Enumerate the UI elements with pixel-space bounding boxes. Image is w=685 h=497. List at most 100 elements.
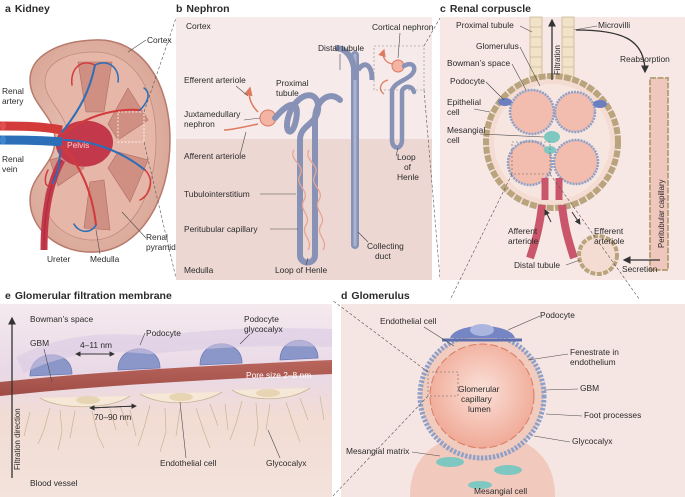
label-podo-glyco-1: Podocyte	[244, 314, 279, 324]
label-loop-3: Henle	[397, 172, 419, 182]
label-distal-tubule: Distal tubule	[318, 43, 364, 53]
label-efferent-arteriole: Efferent arteriole	[184, 75, 246, 85]
panel-c-corpuscle: c Renal corpuscle	[440, 3, 685, 280]
label-microvilli: Microvilli	[598, 20, 630, 30]
label-lumen-3: lumen	[468, 404, 491, 414]
label-podo-glyco-2: glycocalyx	[244, 324, 283, 334]
label-afferent-1: Afferent	[508, 226, 538, 236]
label-efferent-2: arteriole	[594, 236, 625, 246]
label-renal-artery-1: Renal	[2, 86, 24, 96]
glomerular-capillary-lumen	[429, 343, 535, 449]
label-reabsorption: Reabsorption	[620, 54, 670, 64]
panel-c-title: Renal corpuscle	[450, 3, 531, 15]
label-renal-pyramid-1: Renal	[146, 232, 168, 242]
label-afferent-2: arteriole	[508, 236, 539, 246]
label-bowmans-space: Bowman’s space	[447, 58, 510, 68]
label-ureter: Ureter	[47, 254, 70, 264]
label-foot-processes: Foot processes	[584, 410, 641, 420]
label-cortex: Cortex	[147, 35, 172, 45]
label-endothelial-cell: Endothelial cell	[380, 316, 436, 326]
label-secretion: Secretion	[622, 264, 658, 274]
panel-e-membrane: e Glomerular filtration membrane	[0, 290, 333, 497]
efferent-arteriole-vessel	[558, 204, 578, 260]
label-renal-pyramid-2: pyramid	[146, 242, 176, 252]
label-efferent-1: Efferent	[594, 226, 624, 236]
label-tubulointerstitium: Tubulointerstitium	[184, 189, 250, 199]
panel-d-glomerulus: d Glomerulus Endothelial cell Podocyte Fe…	[341, 290, 685, 497]
label-loop-of-henle: Loop of Henle	[275, 265, 327, 275]
label-fenestrate-2: endothelium	[570, 357, 616, 367]
juxtamedullary-nephron	[223, 86, 343, 266]
panel-d-title: Glomerulus	[351, 290, 410, 302]
label-renal-vein-2: vein	[2, 164, 18, 174]
label-juxtamedullary-2: nephron	[184, 119, 215, 129]
panel-b-title: Nephron	[186, 3, 229, 15]
label-pelvis: Pelvis	[67, 140, 89, 150]
panel-b-letter: b	[176, 3, 182, 15]
endothelial-glycocalyx	[23, 395, 325, 453]
distal-tubule-crosssection	[577, 234, 619, 276]
gbm-band	[0, 360, 332, 396]
label-fenestrate-1: Fenestrate in	[570, 347, 619, 357]
label-renal-vein-1: Renal	[2, 154, 24, 164]
label-glycocalyx-d: Glycocalyx	[572, 436, 613, 446]
label-epithelial-2: cell	[447, 107, 460, 117]
label-fenestra-nm: 70–90 nm	[94, 412, 131, 422]
peritubular-capillary-vessel	[649, 77, 669, 271]
label-podocyte: Podocyte	[450, 76, 485, 86]
nephron-cortex-region	[176, 17, 432, 139]
label-filtration-direction: Filtration direction	[13, 408, 22, 470]
afferent-arteriole-vessel	[526, 204, 546, 260]
label-peritubular-capillary-c: Peritubular capillary	[657, 179, 666, 248]
label-podocyte-e: Podocyte	[146, 328, 181, 338]
label-endothelial-cell-e: Endothelial cell	[160, 458, 216, 468]
label-cortical-nephron: Cortical nephron	[372, 22, 434, 32]
label-gbm-d: GBM	[580, 383, 599, 393]
label-medulla: Medulla	[90, 254, 120, 264]
panel-d-letter: d	[341, 290, 347, 302]
panel-e-title: Glomerular filtration membrane	[15, 290, 172, 302]
label-glycocalyx-e: Glycocalyx	[266, 458, 307, 468]
endothelial-cells	[39, 387, 311, 408]
label-proximal-tubule: Proximal tubule	[456, 20, 514, 30]
label-blood-vessel: Blood vessel	[30, 478, 78, 488]
label-loop-1: Loop	[397, 152, 416, 162]
label-glomerulus: Glomerulus	[476, 41, 519, 51]
label-afferent-arteriole: Afferent arteriole	[184, 151, 246, 161]
label-mesangial-matrix: Mesangial matrix	[346, 446, 410, 456]
label-gap-nm: 4–11 nm	[80, 340, 112, 350]
label-juxtamedullary-1: Juxtamedullary	[184, 109, 241, 119]
label-lumen-2: capillary	[461, 394, 493, 404]
label-collecting-duct-1: Collecting	[367, 241, 404, 251]
label-collecting-duct-2: duct	[375, 251, 392, 261]
label-nephron-medulla: Medulla	[184, 265, 214, 275]
mesangial-stalk	[410, 440, 555, 497]
label-nephron-cortex: Cortex	[186, 21, 211, 31]
label-distal-tubule-c: Distal tubule	[514, 260, 560, 270]
label-filtration: Filtration	[553, 45, 562, 75]
label-lumen-1: Glomerular	[458, 384, 500, 394]
label-pore-size: Pore size 2–8 nm	[246, 370, 311, 380]
kidney-branching-vessels	[44, 62, 152, 232]
label-podocyte-d: Podocyte	[540, 310, 575, 320]
panel-a-title: Kidney	[15, 3, 50, 15]
label-gbm-e: GBM	[30, 338, 49, 348]
label-peritubular-capillary: Peritubular capillary	[184, 224, 258, 234]
panel-e-letter: e	[5, 290, 11, 302]
proximal-tubule-tube	[529, 16, 575, 78]
label-mesangial-1: Mesangial	[447, 125, 485, 135]
label-mesangial-cell-d: Mesangial cell	[474, 486, 527, 496]
panel-c-letter: c	[440, 3, 446, 15]
renal-vein-vessel	[0, 135, 63, 147]
label-epithelial-1: Epithelial	[447, 97, 481, 107]
label-proximal-tubule-2: tubule	[276, 88, 299, 98]
label-bowmans-space-e: Bowman’s space	[30, 314, 93, 324]
glomerular-capillaries	[498, 88, 607, 187]
